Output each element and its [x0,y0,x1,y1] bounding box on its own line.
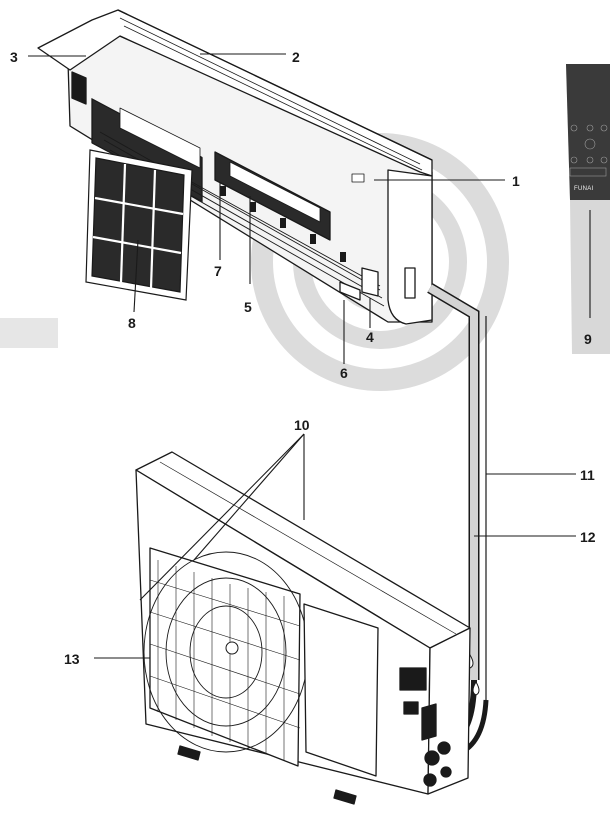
callout-4: 4 [366,329,374,345]
remote-brand-label: FUNAI [574,186,594,192]
callout-8: 8 [128,315,136,331]
callout-5: 5 [244,299,252,315]
callout-9: 9 [584,331,592,347]
callout-11: 11 [580,467,595,483]
callout-10: 10 [294,417,310,433]
callout-1: 1 [512,173,520,189]
callout-2: 2 [292,49,300,65]
callout-labels: 3 2 1 7 5 4 6 8 9 10 11 12 13 [10,49,596,667]
watermark-bar [0,318,58,348]
callout-7: 7 [214,263,222,279]
callout-6: 6 [340,365,348,381]
callout-12: 12 [580,529,596,545]
leader-lines [28,53,591,659]
remote-control: FUNAI [566,64,610,354]
callout-13: 13 [64,651,80,667]
outdoor-unit [135,451,471,805]
air-filter [85,149,193,301]
callout-3: 3 [10,49,18,65]
